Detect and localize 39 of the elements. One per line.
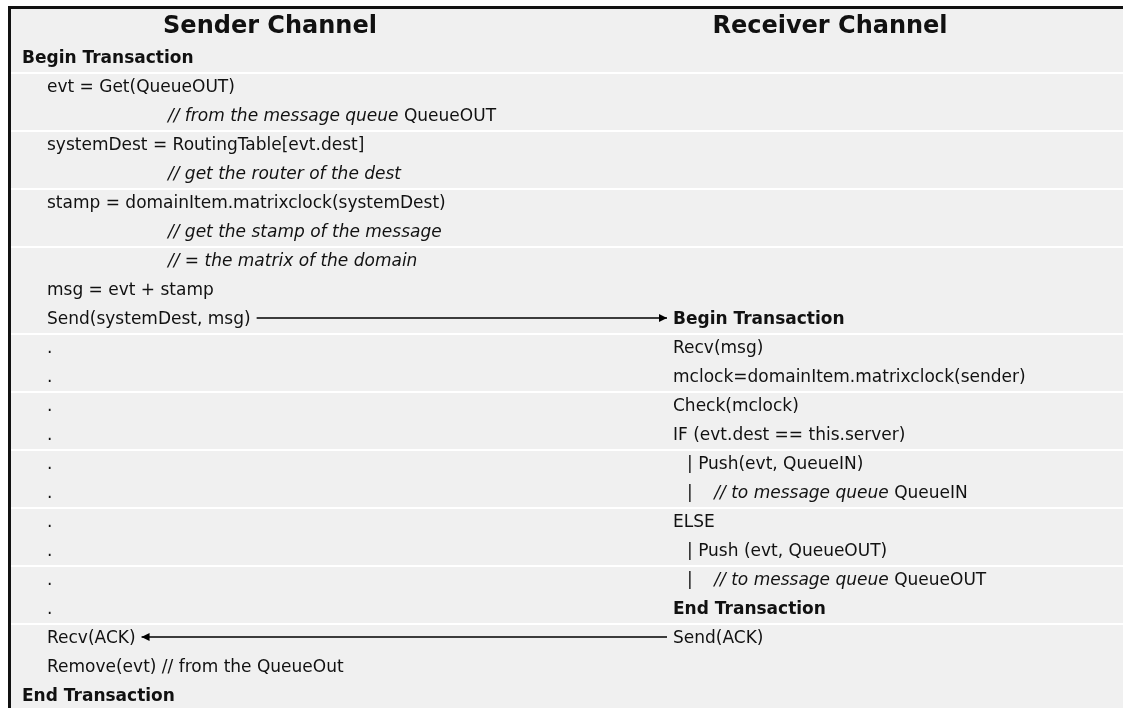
block-keyword: Begin Transaction [673,307,845,329]
ellipsis-dot: . [47,539,53,561]
code-line: Recv(msg) [673,336,764,358]
ellipsis-dot: . [47,394,53,416]
ellipsis-dot: . [47,481,53,503]
arrow [140,633,668,641]
ellipsis-dot: . [47,452,53,474]
code-line: IF (evt.dest == this.server) [673,423,906,445]
ellipsis-dot: . [47,597,53,619]
code-line: ELSE [673,510,715,532]
ellipsis-dot: . [47,568,53,590]
block-keyword: Begin Transaction [22,46,194,68]
code-line: | Push(evt, QueueIN) [687,452,864,474]
column-heading: Sender Channel [163,10,377,40]
code-line: systemDest = RoutingTable[evt.dest] [47,133,365,155]
code-line: stamp = domainItem.matrixclock(systemDest) [47,191,446,213]
code-comment: // get the router of the dest [168,162,402,184]
code-line: evt = Get(QueueOUT) [47,75,235,97]
ellipsis-dot: . [47,423,53,445]
code-line: Send(systemDest, msg) [47,307,251,329]
ellipsis-dot: . [47,365,53,387]
ellipsis-dot: . [47,336,53,358]
block-keyword: End Transaction [22,684,175,706]
arrow [255,314,668,322]
ellipsis-dot: . [47,510,53,532]
code-comment: | // to message queue QueueOUT [687,568,987,590]
column-heading: Receiver Channel [712,10,948,40]
code-line: Check(mclock) [673,394,799,416]
code-line: Send(ACK) [673,626,764,648]
code-line: Recv(ACK) [47,626,136,648]
block-keyword: End Transaction [673,597,826,619]
code-line: mclock=domainItem.matrixclock(sender) [673,365,1026,387]
code-line: | Push (evt, QueueOUT) [687,539,888,561]
code-comment: // get the stamp of the message [168,220,442,242]
code-line: msg = evt + stamp [47,278,214,300]
code-line: Remove(evt) // from the QueueOut [47,655,344,677]
code-comment: // from the message queue QueueOUT [168,104,497,126]
code-comment: // = the matrix of the domain [168,249,418,271]
code-comment: | // to message queue QueueIN [687,481,968,503]
